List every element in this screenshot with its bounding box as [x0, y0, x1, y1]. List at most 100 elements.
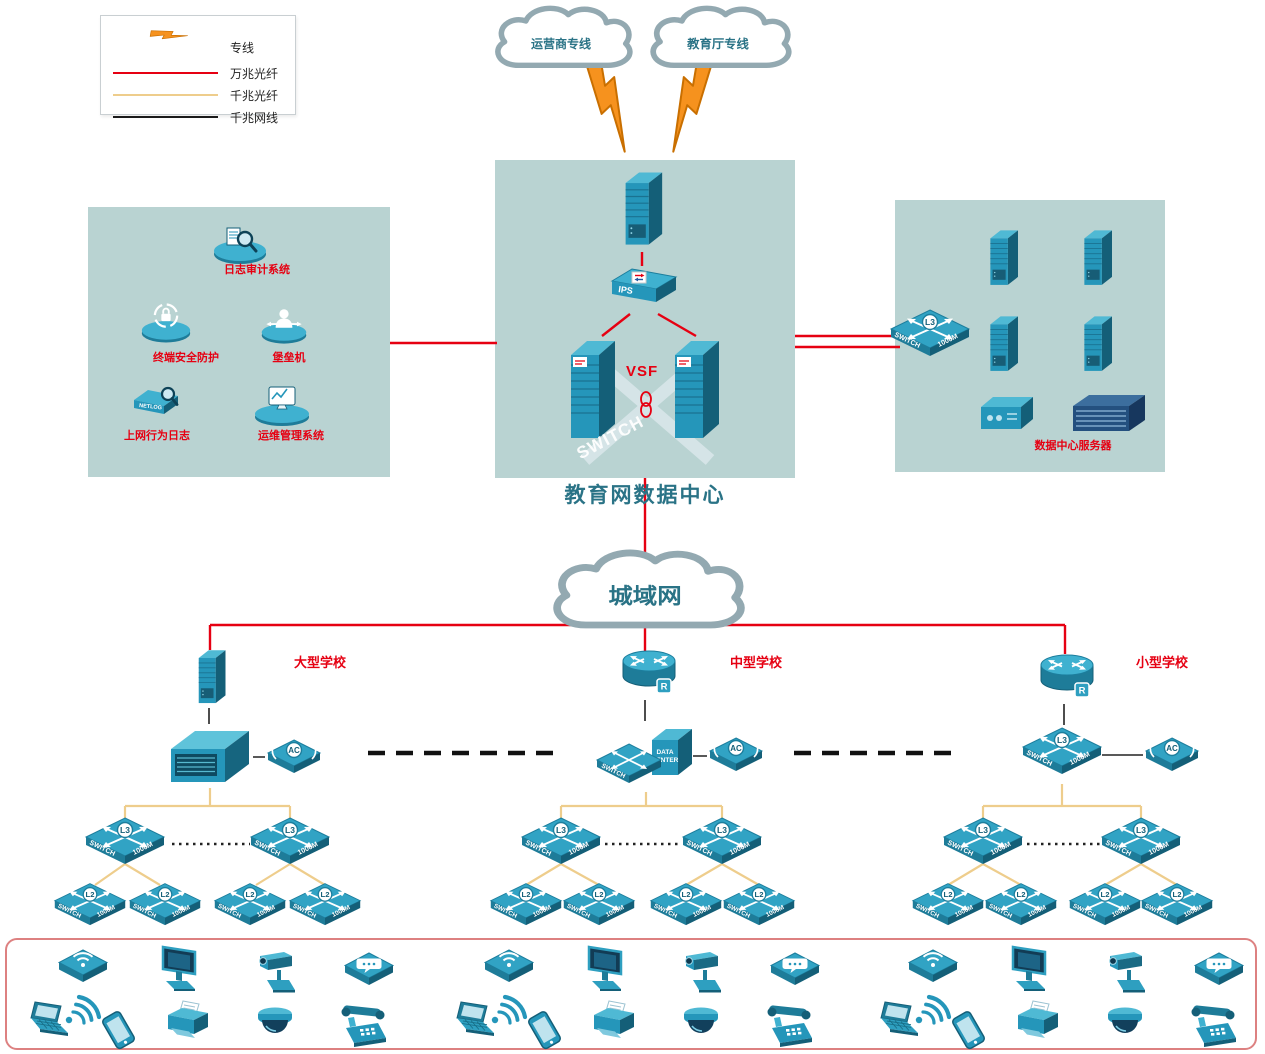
l2-switch: L2 SWITCH 1000M — [1139, 880, 1215, 936]
legend-item: 万兆光纤 — [113, 66, 279, 81]
l2-switch: L2 SWITCH 1000M — [212, 880, 288, 936]
smartphone-icon — [96, 1010, 142, 1052]
legend-label: 千兆光纤 — [230, 88, 279, 103]
gig-cable-swatch — [113, 116, 218, 118]
small-school-router: R — [1036, 650, 1098, 704]
vsf-label: VSF — [626, 363, 659, 380]
ac-badge: AC — [1166, 744, 1178, 753]
switch-layer-badge: L3 — [978, 825, 988, 835]
legend-label: 万兆光纤 — [230, 66, 279, 81]
server-zone-label: 数据中心服务器 — [1034, 440, 1112, 452]
small-school-core-switch: L3 SWITCH 1000M — [1020, 724, 1104, 786]
large-school-core-switch — [165, 722, 255, 790]
router-badge: R — [661, 682, 668, 693]
l2-switch: L2 SWITCH 1000M — [910, 880, 986, 936]
desktop-monitor-icon — [154, 944, 206, 994]
legend-item: 专线 — [113, 40, 255, 55]
log-audit-icon — [212, 222, 268, 266]
switch-layer-badge: L2 — [161, 890, 170, 899]
switch-layer-badge: L2 — [755, 890, 764, 899]
cloud-label: 运营商专线 — [531, 37, 591, 51]
l2-switch: L2 SWITCH 1000M — [127, 880, 203, 936]
large-school-ac-controller: AC — [264, 734, 324, 782]
printer-icon — [588, 998, 640, 1046]
switch-layer-badge: L2 — [595, 890, 604, 899]
large-school-gateway — [188, 646, 232, 708]
ips-label: IPS — [618, 284, 634, 296]
laptop-icon — [876, 1000, 934, 1042]
router-badge: R — [1079, 686, 1086, 697]
cloud-label: 教育厅专线 — [686, 36, 749, 51]
message-device-icon — [1192, 948, 1246, 992]
wireless-ap-icon — [482, 946, 536, 992]
datacenter-box-label: CENTER — [652, 757, 679, 764]
smartphone-icon — [522, 1010, 568, 1052]
switch-layer-badge: L3 — [285, 825, 295, 835]
datacenter-title: 教育网数据中心 — [564, 482, 726, 507]
l3-switch: L3 SWITCH 1000M — [83, 814, 167, 876]
ptz-camera-icon — [1102, 944, 1152, 996]
ac-badge: AC — [288, 746, 300, 755]
laptop-icon — [26, 1000, 84, 1042]
switch-layer-badge: L3 — [925, 317, 935, 327]
legend-item: 千兆光纤 — [113, 88, 279, 103]
l2-switch: L2 SWITCH 1000M — [721, 880, 797, 936]
legend-label: 千兆网线 — [230, 110, 279, 125]
printer-icon — [162, 998, 214, 1046]
cloud-label: 城域网 — [608, 584, 681, 608]
switch-layer-badge: L3 — [556, 825, 566, 835]
ten-gig-line-swatch — [113, 72, 218, 74]
legend-item: 千兆网线 — [113, 110, 279, 125]
switch-layer-badge: L2 — [522, 890, 531, 899]
ips-device: IPS — [602, 264, 686, 318]
legend: 专线 万兆光纤 千兆光纤 千兆网线 — [100, 15, 296, 125]
ac-badge: AC — [730, 744, 742, 753]
netlog-device-label: NETLOG — [139, 403, 162, 411]
server-zone-switch: L3 SWITCH 1000M — [888, 306, 972, 368]
l3-switch: L3 SWITCH 1000M — [680, 814, 764, 876]
l2-switch: L2 SWITCH 1000M — [488, 880, 564, 936]
medium-school-label: 中型学校 — [729, 655, 782, 670]
datacenter-server — [978, 226, 1026, 290]
ops-management-label: 运维管理系统 — [258, 430, 324, 442]
vsf-chain-icon — [640, 391, 652, 418]
printer-icon — [1012, 998, 1064, 1046]
l2-switch: L2 SWITCH 1000M — [648, 880, 724, 936]
l3-switch: L3 SWITCH 1000M — [519, 814, 603, 876]
switch-layer-badge: L2 — [944, 890, 953, 899]
switch-layer-badge: L2 — [86, 890, 95, 899]
log-audit-label: 日志审计系统 — [224, 264, 290, 276]
smartphone-icon — [946, 1010, 992, 1052]
switch-layer-badge: L2 — [1101, 890, 1110, 899]
legend-label: 专线 — [230, 40, 255, 55]
ptz-camera-icon — [252, 944, 302, 996]
switch-layer-badge: L2 — [1173, 890, 1182, 899]
switch-layer-badge: L2 — [246, 890, 255, 899]
internet-gateway-firewall — [616, 166, 666, 252]
message-device-icon — [342, 948, 396, 992]
datacenter-server — [1072, 226, 1120, 290]
wifi-signal-icon — [60, 986, 104, 1028]
legend-lightning-icon — [149, 27, 189, 44]
server-rack — [1068, 390, 1150, 438]
laptop-icon — [452, 1000, 510, 1042]
dome-camera-icon — [1102, 1002, 1148, 1046]
dome-camera-icon — [252, 1002, 298, 1046]
gig-fiber-swatch — [113, 94, 218, 96]
netlog-icon: NETLOG — [126, 382, 186, 426]
core-switch-2 — [662, 334, 728, 444]
large-school-label: 大型学校 — [293, 655, 346, 670]
wifi-signal-icon — [910, 986, 954, 1028]
lightning-links — [149, 27, 725, 155]
ops-management-icon — [252, 382, 312, 428]
terminal-security-icon — [140, 300, 192, 346]
terminal-security-label: 终端安全防护 — [153, 352, 219, 364]
small-school-ac-controller: AC — [1142, 732, 1202, 780]
switch-layer-badge: L2 — [682, 890, 691, 899]
desktop-monitor-icon — [580, 944, 632, 994]
carrier-line-cloud: 运营商专线 — [487, 2, 635, 78]
netlog-label: 上网行为日志 — [124, 430, 190, 442]
medium-school-datacenter-switch: DATA CENTER SWITCH — [595, 720, 696, 794]
gig-fiber-lines — [94, 784, 1178, 886]
